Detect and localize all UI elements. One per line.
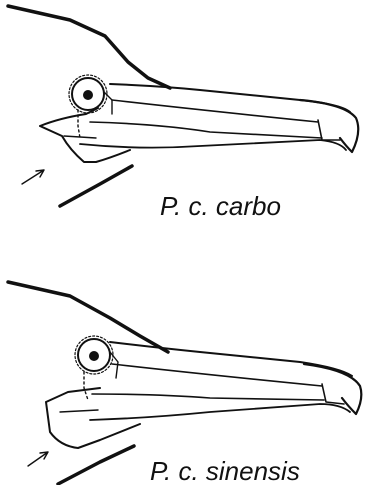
carbo-gape-line — [90, 122, 322, 138]
carbo-eye-pupil — [83, 90, 93, 100]
panel-carbo: P. c. carbo — [8, 6, 358, 221]
carbo-bill-hook — [300, 100, 358, 152]
panel-sinensis: P. c. sinensis — [8, 282, 361, 485]
carbo-lower-mandible — [80, 140, 346, 150]
sinensis-chin-line — [60, 410, 98, 412]
sinensis-neck-outline — [58, 446, 134, 484]
carbo-culmen-ridge — [112, 100, 318, 122]
sinensis-bill-nail — [322, 384, 344, 404]
carbo-pointer-arrow — [22, 170, 44, 184]
carbo-upper-bill — [110, 84, 350, 112]
sinensis-upper-bill — [110, 342, 352, 376]
sinensis-culmen-ridge — [112, 364, 322, 386]
sinensis-subspecies-label: P. c. sinensis — [150, 456, 300, 485]
carbo-crown-outline — [8, 6, 170, 88]
carbo-gular-pouch — [40, 108, 130, 162]
sinensis-facial-skin-boundary — [84, 372, 88, 400]
sinensis-gape-line — [92, 394, 324, 400]
sinensis-lower-mandible — [90, 404, 350, 420]
carbo-neck-outline — [60, 166, 132, 206]
sinensis-head-drawing — [8, 282, 361, 484]
carbo-subspecies-label: P. c. carbo — [160, 191, 281, 221]
sinensis-pointer-arrow — [28, 452, 48, 466]
carbo-bill-nail — [318, 120, 340, 140]
carbo-head-drawing — [8, 6, 358, 206]
sinensis-bill-hook — [304, 364, 361, 414]
sinensis-eye-pupil — [89, 351, 99, 361]
sinensis-crown-outline — [8, 282, 168, 352]
